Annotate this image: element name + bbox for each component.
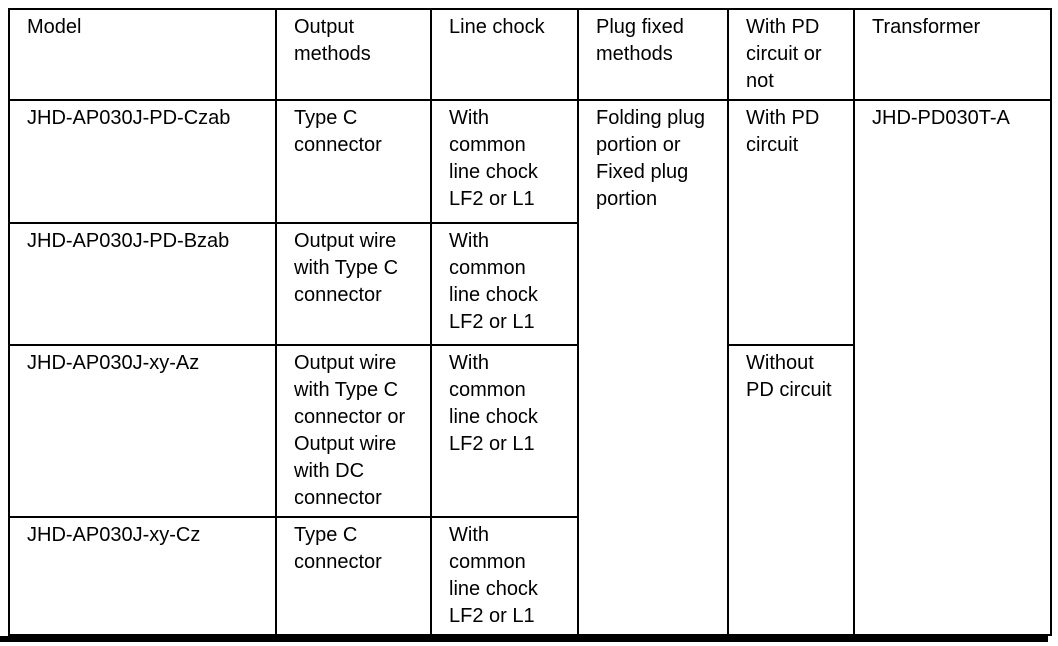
cell-model: JHD-AP030J-xy-Az: [8, 344, 277, 518]
cell-output-methods: Output wire with Type C connector or Out…: [275, 344, 432, 518]
cell-model: JHD-AP030J-xy-Cz: [8, 516, 277, 636]
cell-pd-with-circuit: With PD circuit: [727, 99, 855, 346]
cell-output-methods: Output wire with Type C connector: [275, 222, 432, 346]
col-header-model: Model: [8, 8, 277, 101]
cell-line-chock: With common line chock LF2 or L1: [430, 344, 579, 518]
cell-pd-without-circuit: Without PD circuit: [727, 344, 855, 636]
col-header-transformer: Transformer: [853, 8, 1052, 101]
cell-output-methods: Type C connector: [275, 516, 432, 636]
product-spec-table: Model Output methods Line chock Plug fix…: [8, 8, 1052, 636]
col-header-output-methods: Output methods: [275, 8, 432, 101]
cell-line-chock: With common line chock LF2 or L1: [430, 516, 579, 636]
cell-plug-fixed-methods: Folding plug portion or Fixed plug porti…: [577, 99, 729, 636]
col-header-line-chock: Line chock: [430, 8, 579, 101]
cell-line-chock: With common line chock LF2 or L1: [430, 99, 579, 224]
cell-line-chock: With common line chock LF2 or L1: [430, 222, 579, 346]
cell-transformer: JHD-PD030T-A: [853, 99, 1052, 636]
table-row: JHD-AP030J-xy-Cz Type C connector With c…: [8, 516, 1051, 636]
cell-model: JHD-AP030J-PD-Bzab: [8, 222, 277, 346]
table-row: JHD-AP030J-xy-Az Output wire with Type C…: [8, 344, 1051, 636]
col-header-pd-circuit: With PD circuit or not: [727, 8, 855, 101]
page-bottom-rule: [0, 636, 1048, 642]
col-header-plug-fixed-methods: Plug fixed methods: [577, 8, 729, 101]
cell-model: JHD-AP030J-PD-Czab: [8, 99, 277, 224]
table-header-row: Model Output methods Line chock Plug fix…: [8, 8, 1052, 101]
cell-output-methods: Type C connector: [275, 99, 432, 224]
table-row: JHD-AP030J-PD-Bzab Output wire with Type…: [8, 222, 1051, 346]
table-row: JHD-AP030J-PD-Czab Type C connector With…: [8, 99, 1052, 636]
